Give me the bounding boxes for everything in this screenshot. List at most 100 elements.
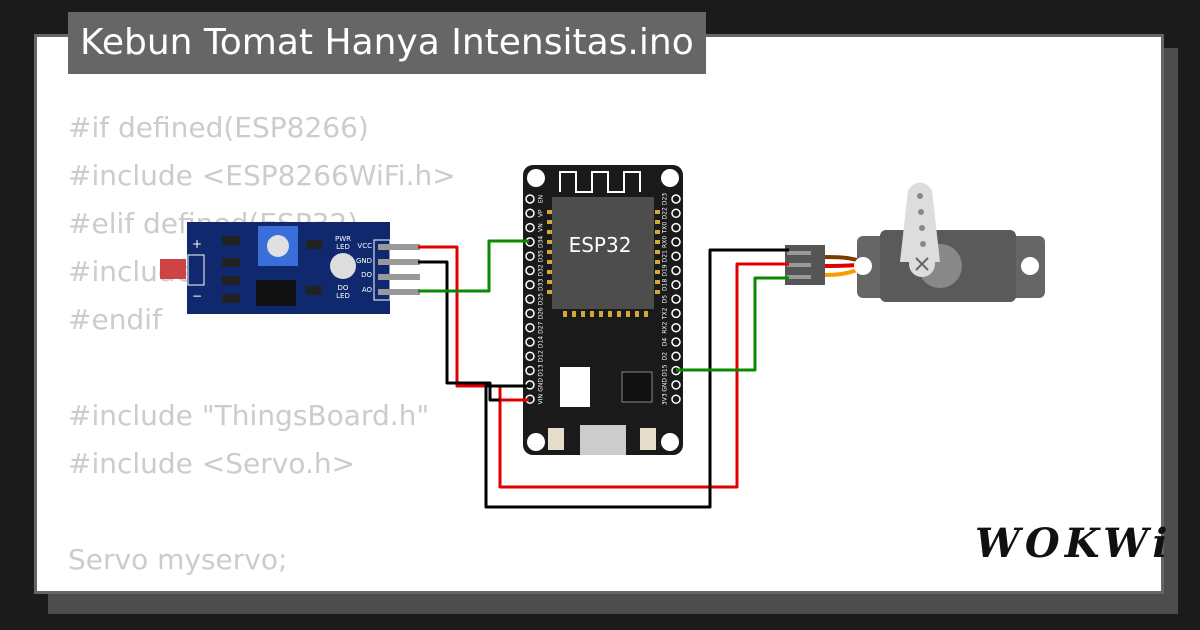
do-led-label-2: LED xyxy=(336,292,350,300)
chip-pad xyxy=(655,220,660,224)
esp32-pin-en[interactable] xyxy=(525,194,535,204)
module-pin-header xyxy=(378,244,420,295)
code-line: Servo myservo; xyxy=(68,543,288,576)
code-line: #include <Servo.h> xyxy=(68,447,356,480)
code-line: #include "ThingsBoard.h" xyxy=(68,399,430,432)
chip-pad xyxy=(655,270,660,274)
chip-pad xyxy=(655,290,660,294)
esp32-pin-label: TX0 xyxy=(662,222,669,235)
chip-pad xyxy=(572,311,576,317)
servo-horn[interactable] xyxy=(900,182,940,263)
esp32-pin-label: VN xyxy=(538,223,545,232)
chip-pad xyxy=(655,240,660,244)
wire-gnd-black xyxy=(418,260,529,402)
code-preview: #if defined(ESP8266)#include <ESP8266WiF… xyxy=(68,104,456,584)
chip-pad xyxy=(563,311,567,317)
esp32-pin-d32[interactable] xyxy=(525,265,535,276)
chip-pad xyxy=(655,250,660,254)
esp32-pin-d23[interactable] xyxy=(671,194,681,204)
chip-pad xyxy=(547,280,552,284)
esp32-pin-label: D23 xyxy=(662,193,669,205)
esp32-pin-d19[interactable] xyxy=(671,265,681,276)
esp32-pin-label: D12 xyxy=(538,350,545,362)
ldr-module[interactable]: + − PWR LED DO LED VCC GND DO AO xyxy=(160,222,420,314)
esp32-pin-gnd[interactable] xyxy=(671,380,681,390)
esp32-pin-label: D26 xyxy=(538,307,545,319)
wire-servo-gnd-black xyxy=(484,248,789,509)
esp32-pin-label: GND xyxy=(662,378,669,392)
esp32-pin-label: TX2 xyxy=(662,307,669,320)
pwr-led-label-1: PWR xyxy=(335,235,351,243)
esp32-pin-d25[interactable] xyxy=(525,294,535,304)
chip-pad xyxy=(547,210,552,214)
esp32-pin-label: RX0 xyxy=(662,236,669,248)
chip-pad xyxy=(655,230,660,234)
plus-label: + xyxy=(192,237,202,251)
esp32-pin-d27[interactable] xyxy=(525,322,535,333)
esp32-pin-label: D22 xyxy=(662,207,669,219)
comparator-chip xyxy=(256,280,296,306)
en-button[interactable] xyxy=(548,428,564,450)
esp32-pin-3v3[interactable] xyxy=(671,394,681,404)
chip-pad xyxy=(635,311,639,317)
esp32-pin-d14[interactable] xyxy=(525,337,535,347)
esp32-pin-label: D19 xyxy=(662,264,669,276)
esp32-pin-d33[interactable] xyxy=(525,280,535,290)
esp32-pin-tx2[interactable] xyxy=(671,308,681,319)
project-title: Kebun Tomat Hanya Intensitas.ino xyxy=(68,12,706,74)
potentiometer-knob-icon xyxy=(267,235,289,257)
chip-pad xyxy=(547,250,552,254)
esp32-pin-label: VP xyxy=(538,209,545,217)
esp32-pin-d5[interactable] xyxy=(671,294,681,304)
pwr-led xyxy=(330,253,356,279)
esp32-pin-label: D18 xyxy=(662,278,669,290)
servo-motor[interactable] xyxy=(785,182,1045,303)
pin-label-vcc: VCC xyxy=(357,242,372,250)
esp32-pin-label: D4 xyxy=(662,338,669,347)
chip-pad xyxy=(547,230,552,234)
chip-pad xyxy=(547,240,552,244)
esp32-pin-label: D21 xyxy=(662,250,669,262)
chip-pad xyxy=(655,260,660,264)
esp32-pin-rx0[interactable] xyxy=(671,237,681,247)
esp32-pin-label: D15 xyxy=(662,364,669,376)
boot-button[interactable] xyxy=(640,428,656,450)
esp32-board[interactable]: ESP32 ENVPVND34D35D32D33D25D26D27D14D12D… xyxy=(523,165,683,455)
do-led-label-1: DO xyxy=(338,284,349,292)
esp32-pin-vn[interactable] xyxy=(525,222,535,233)
esp32-pin-label: D5 xyxy=(662,295,669,304)
wire-ao-green xyxy=(418,239,529,293)
code-line: #if defined(ESP8266) xyxy=(68,111,369,144)
esp32-pin-d21[interactable] xyxy=(671,251,681,261)
esp32-pin-d35[interactable] xyxy=(525,251,535,261)
usb-port xyxy=(580,425,626,455)
esp32-pin-rx2[interactable] xyxy=(671,322,681,333)
esp32-pin-label: RX2 xyxy=(662,321,669,333)
esp32-pin-d26[interactable] xyxy=(525,308,535,319)
esp32-pin-label: D34 xyxy=(538,236,545,248)
esp32-pin-label: EN xyxy=(538,195,545,203)
smd-resistors xyxy=(222,236,322,303)
chip-pad xyxy=(644,311,648,317)
header-outline xyxy=(373,239,391,301)
chip-pad xyxy=(599,311,603,317)
esp32-pin-d12[interactable] xyxy=(525,351,535,362)
chip-pad xyxy=(547,260,552,264)
esp32-pin-d4[interactable] xyxy=(671,337,681,347)
wires xyxy=(418,239,789,509)
esp32-pin-d22[interactable] xyxy=(671,208,681,219)
wire-vcc-red xyxy=(418,245,789,489)
minus-label: − xyxy=(192,289,202,303)
esp32-pin-tx0[interactable] xyxy=(671,222,681,233)
esp32-pin-d13[interactable] xyxy=(525,365,535,376)
esp32-pin-d18[interactable] xyxy=(671,280,681,290)
chip-pad xyxy=(626,311,630,317)
esp32-pin-label: D2 xyxy=(662,352,669,361)
esp32-chip-label: ESP32 xyxy=(569,233,632,257)
esp32-pin-d2[interactable] xyxy=(671,351,681,362)
chip-pad xyxy=(590,311,594,317)
chip-pad xyxy=(617,311,621,317)
esp32-pin-label: D35 xyxy=(538,250,545,262)
esp32-pin-vp[interactable] xyxy=(525,208,535,219)
